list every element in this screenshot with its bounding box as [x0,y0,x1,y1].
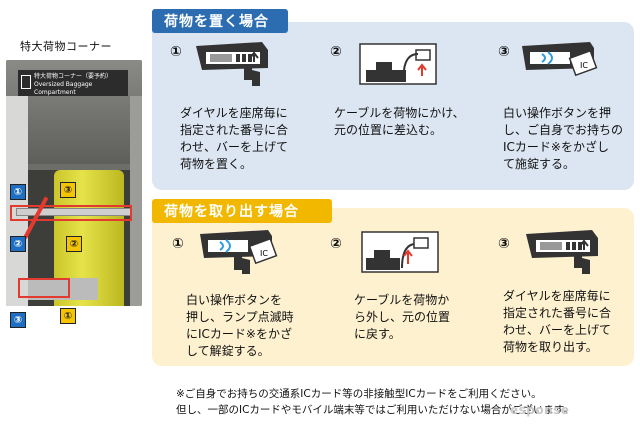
retrieve-step2-text: ケーブルを荷物か ら外し、元の位置 に戻す。 [354,293,451,341]
corner-title: 特大荷物コーナー [20,40,112,53]
retrieve-step1-text: 白い操作ボタンを 押し、ランプ点滅時 にICカード※をかざ して解錠する。 [186,293,294,358]
footnote-line1: ※ご自身でお持ちの交通系ICカード等の非接触型ICカードをご利用ください。 [176,388,542,400]
photo-sign-line1: 特大荷物コーナー（要予約） [34,73,113,80]
badge-yellow-2: ② [66,236,82,252]
luggage-icon [21,75,31,89]
retrieve-step1-num: ① [172,236,184,252]
cable-remove-icon [361,231,439,273]
ic-label: IC [580,61,588,70]
badge-yellow-3: ③ [60,182,76,198]
ic-card-unlock-icon: IC [200,230,278,274]
store-step3-text: 白い操作ボタンを押 し、ご自身でお持ちの ICカード※をかざし て施錠する。 [503,106,624,171]
cable-icon [359,43,437,85]
watermark: esponse [510,403,570,417]
footnote: ※ご自身でお持ちの交通系ICカード等の非接触型ICカードをご利用ください。 但し… [176,386,574,418]
ic-card-lock-icon: IC [522,42,598,77]
store-step2-text: ケーブルを荷物にかけ、 元の位置に差込む。 [334,106,465,137]
photo-pillar-right [130,96,142,306]
retrieve-step2-num: ② [330,236,342,252]
highlight-control [18,278,70,298]
store-step1-text: ダイヤルを座席毎に 指定された番号に合 わせ、バーを上げて 荷物を置く。 [180,106,289,171]
store-title: 荷物を置く場合 [152,9,288,33]
highlight-bar [10,205,132,221]
store-step3-num: ③ [498,44,510,60]
dial-bar-retrieve-icon [526,230,598,274]
badge-blue-2: ② [10,236,26,252]
photo-sign: 特大荷物コーナー（要予約） Oversized Baggage Compartm… [18,70,128,96]
photo-control-panel [28,278,98,300]
retrieve-title: 荷物を取り出す場合 [152,199,332,223]
footnote-line2: 但し、一部のICカードやモバイル端末等ではご利用いただけない場合がございます。 [176,404,574,416]
retrieve-step3-text: ダイヤルを座席毎に 指定された番号に合 わせ、バーを上げて 荷物を取り出す。 [503,289,612,354]
photo-sign-line2: Oversized Baggage Compartment [34,81,93,96]
badge-yellow-1: ① [60,308,76,324]
badge-blue-3: ③ [10,312,26,328]
badge-blue-1: ① [10,184,26,200]
ic-label-2: IC [260,249,268,258]
dial-bar-icon [196,42,268,86]
store-step1-num: ① [170,44,182,60]
photo-pillar [6,96,28,306]
retrieve-step3-num: ③ [498,236,510,252]
luggage-corner-photo: 特大荷物コーナー（要予約） Oversized Baggage Compartm… [6,60,142,306]
store-step2-num: ② [330,44,342,60]
